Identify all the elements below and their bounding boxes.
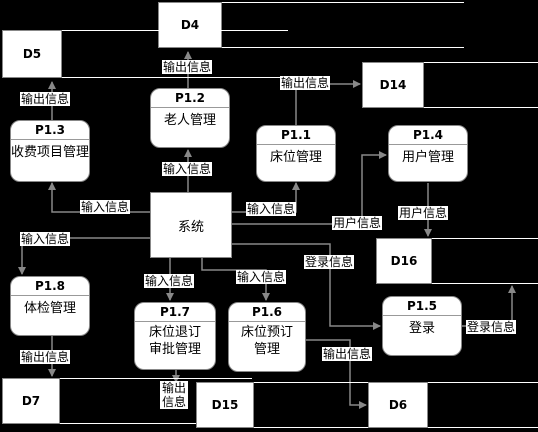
process-name: 老人管理 xyxy=(163,113,216,128)
store-id: D15 xyxy=(196,382,254,428)
flow-p11-d14 xyxy=(295,80,361,125)
flow-label-out-d4: 输出信息 xyxy=(162,60,213,74)
process-p1-7: P1.7 床位退订审批管理 xyxy=(134,302,216,370)
store-id: D4 xyxy=(158,2,222,48)
data-store-d14: D14 xyxy=(362,62,538,108)
process-p1-2: P1.2 老人管理 xyxy=(150,88,230,148)
flow-sys-p16 xyxy=(201,258,270,301)
process-name: 床位管理 xyxy=(269,150,322,165)
process-name: 收费项目管理 xyxy=(11,145,90,160)
process-id: P1.7 xyxy=(135,303,215,322)
flow-label-out-d5: 输出信息 xyxy=(20,92,71,106)
flow-label-user-info-sys: 用户信息 xyxy=(332,216,383,230)
process-p1-1: P1.1 床位管理 xyxy=(256,125,336,182)
process-p1-3: P1.3 收费项目管理 xyxy=(10,120,90,182)
flow-label-in-p17: 输入信息 xyxy=(144,274,195,288)
store-id: D16 xyxy=(376,238,432,284)
flow-p16-d6 xyxy=(306,339,367,409)
process-name: 体检管理 xyxy=(23,301,76,316)
flow-sys-p14 xyxy=(232,151,387,225)
flow-label-in-p16: 输入信息 xyxy=(236,270,287,284)
store-id: D14 xyxy=(362,62,424,108)
system-entity: 系统 xyxy=(150,192,232,258)
process-id: P1.1 xyxy=(257,126,335,145)
process-p1-8: P1.8 体检管理 xyxy=(10,276,90,336)
flow-label-out-d6: 输出信息 xyxy=(322,347,373,361)
data-store-d4: D4 xyxy=(158,2,464,48)
process-p1-4: P1.4 用户管理 xyxy=(388,125,468,182)
data-store-d5: D5 xyxy=(2,30,288,78)
flow-label-out-d7: 输出信息 xyxy=(20,350,71,364)
data-store-d6: D6 xyxy=(368,382,538,428)
flow-label-in-p18: 输入信息 xyxy=(20,232,71,246)
process-id: P1.8 xyxy=(11,277,89,296)
store-id: D5 xyxy=(2,30,62,78)
process-id: P1.5 xyxy=(383,297,461,316)
process-id: P1.3 xyxy=(11,121,89,140)
process-p1-6: P1.6 床位预订管理 xyxy=(228,302,306,372)
flow-label-in-p12: 输入信息 xyxy=(162,162,213,176)
flow-label-login-info-sys: 登录信息 xyxy=(304,255,355,269)
process-id: P1.2 xyxy=(151,89,229,108)
flow-label-in-p13: 输入信息 xyxy=(80,200,131,214)
flow-label-out-d15: 输出信息 xyxy=(160,381,188,409)
process-name: 床位退订审批管理 xyxy=(148,325,201,357)
store-id: D6 xyxy=(368,382,428,428)
process-name: 床位预订管理 xyxy=(240,325,293,357)
process-name: 用户管理 xyxy=(401,150,454,165)
process-p1-5: P1.5 登录 xyxy=(382,296,462,356)
process-id: P1.4 xyxy=(389,126,467,145)
process-name: 登录 xyxy=(408,321,435,336)
data-store-d7: D7 xyxy=(2,378,252,424)
flow-label-in-p11: 输入信息 xyxy=(246,202,297,216)
process-id: P1.6 xyxy=(229,303,305,322)
flow-label-user-info-d16: 用户信息 xyxy=(398,206,449,220)
flow-sys-p15 xyxy=(232,243,381,330)
data-store-d15: D15 xyxy=(196,382,508,428)
flow-label-out-d14: 输出信息 xyxy=(280,76,331,90)
data-store-d16: D16 xyxy=(376,238,538,284)
flow-label-login-info-d16: 登录信息 xyxy=(466,320,517,334)
store-id: D7 xyxy=(2,378,60,424)
